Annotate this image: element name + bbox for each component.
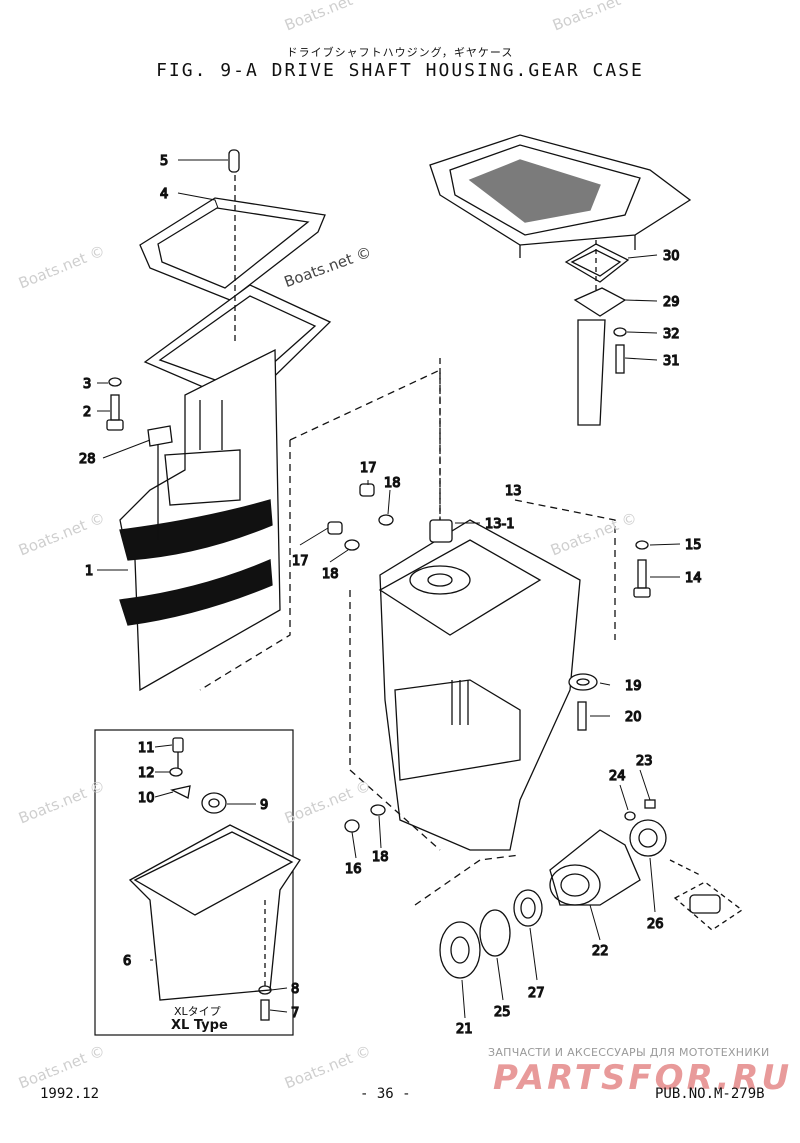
callout-23: 23 [636,754,653,769]
callout-7: 7 [291,1006,299,1021]
callout-30: 30 [663,249,680,264]
callout-9: 9 [260,798,268,813]
callout-18-lower: 18 [372,850,389,865]
callout-20: 20 [625,710,642,725]
callout-31: 31 [663,354,680,369]
callout-4: 4 [160,187,168,202]
callout-32: 32 [663,327,680,342]
callout-27: 27 [528,986,545,1001]
callout-24: 24 [609,769,626,784]
callout-22: 22 [592,944,609,959]
callout-13-1: 13-1 [485,517,515,532]
callout-29: 29 [663,295,680,310]
footer-page-number: - 36 - [360,1086,411,1102]
callout-17-lower: 17 [292,554,309,569]
xl-type-label: XL Type [171,1018,228,1033]
figure-title: FIG. 9-A DRIVE SHAFT HOUSING.GEAR CASE [156,60,644,81]
callout-25: 25 [494,1005,511,1020]
callout-18-mid: 18 [322,567,339,582]
callout-10: 10 [138,791,155,806]
callout-1: 1 [85,564,93,579]
bolt-2 [106,377,124,431]
callout-15: 15 [685,538,702,553]
callout-19: 19 [625,679,642,694]
callout-17-upper: 17 [360,461,377,476]
drive-shaft-housing [119,149,332,692]
callout-11: 11 [138,741,155,756]
brand-subtitle: ЗАПЧАСТИ И АКСЕССУАРЫ ДЛЯ МОТОТЕХНИКИ [488,1046,770,1059]
xl-type-label-japanese: XLタイプ [174,1005,221,1018]
callout-5: 5 [160,154,168,169]
brand-logo: PARTSFOR.RU [493,1058,793,1098]
callout-8: 8 [291,982,299,997]
callout-2: 2 [83,405,91,420]
bottom-cowling [429,134,692,258]
callout-14: 14 [685,571,702,586]
callout-16: 16 [345,862,362,877]
callout-3: 3 [83,377,91,392]
callout-13: 13 [505,484,522,499]
callout-26: 26 [647,917,664,932]
callout-6: 6 [123,954,131,969]
footer-date: 1992.12 [40,1086,100,1102]
prop-shaft-housing [439,819,667,979]
callout-28: 28 [79,452,96,467]
gear-case [378,519,581,851]
footer-publication-number: PUB.NO.M-279B [655,1086,765,1102]
callout-12: 12 [138,766,155,781]
figure-title-japanese: ドライブシャフトハウジング，ギヤケース [286,46,514,59]
xl-extension [128,737,301,1021]
leader-lines [97,159,681,1019]
callout-21: 21 [456,1022,473,1037]
callout-18-upper: 18 [384,476,401,491]
